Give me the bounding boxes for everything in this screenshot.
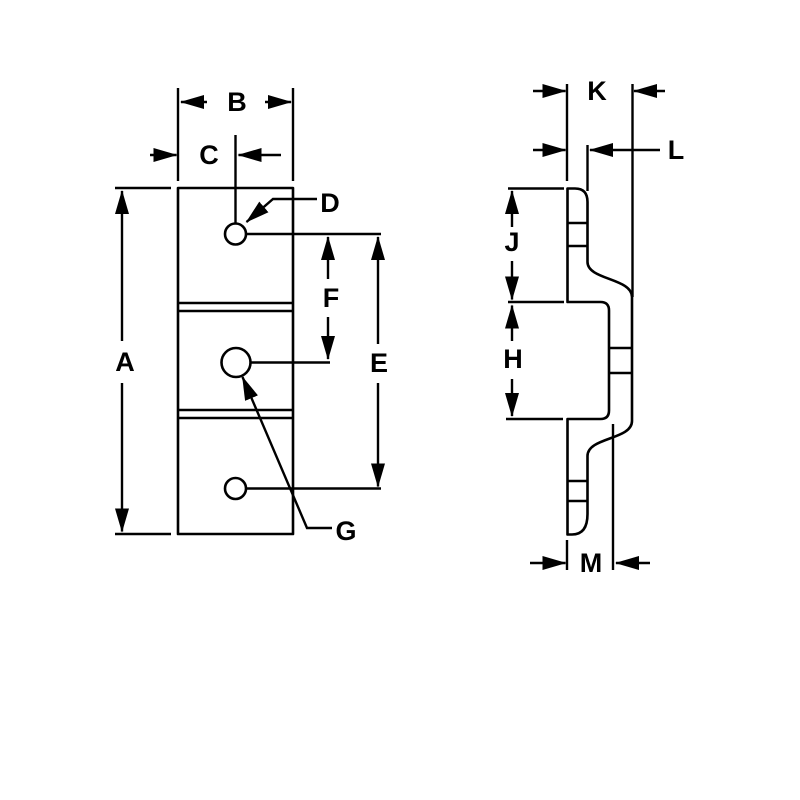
dimension-label-g: G	[335, 516, 356, 546]
dimension-label-h: H	[503, 344, 523, 374]
dimension-label-c: C	[199, 140, 219, 170]
bottom-hole	[223, 476, 248, 501]
front-view-dimensions: B C A F E D G	[115, 87, 388, 546]
dimension-label-e: E	[370, 348, 388, 378]
plate-outline	[176, 186, 295, 536]
dimension-label-j: J	[504, 227, 519, 257]
dimension-label-m: M	[580, 548, 603, 578]
top-hole	[223, 222, 248, 246]
dimension-label-a: A	[115, 347, 135, 377]
dimension-label-k: K	[587, 76, 607, 106]
side-view-dimensions: K L J H M	[503, 76, 684, 578]
side-view	[566, 187, 634, 536]
middle-hole	[220, 346, 252, 379]
dimension-label-d: D	[320, 188, 340, 218]
dimension-label-b: B	[227, 87, 247, 117]
d-leader-line	[245, 197, 317, 223]
dimension-label-l: L	[668, 135, 685, 165]
front-view	[176, 186, 295, 536]
offset-profile-outline	[566, 187, 634, 536]
g-leader-line	[241, 376, 332, 530]
dimension-label-f: F	[323, 283, 340, 313]
